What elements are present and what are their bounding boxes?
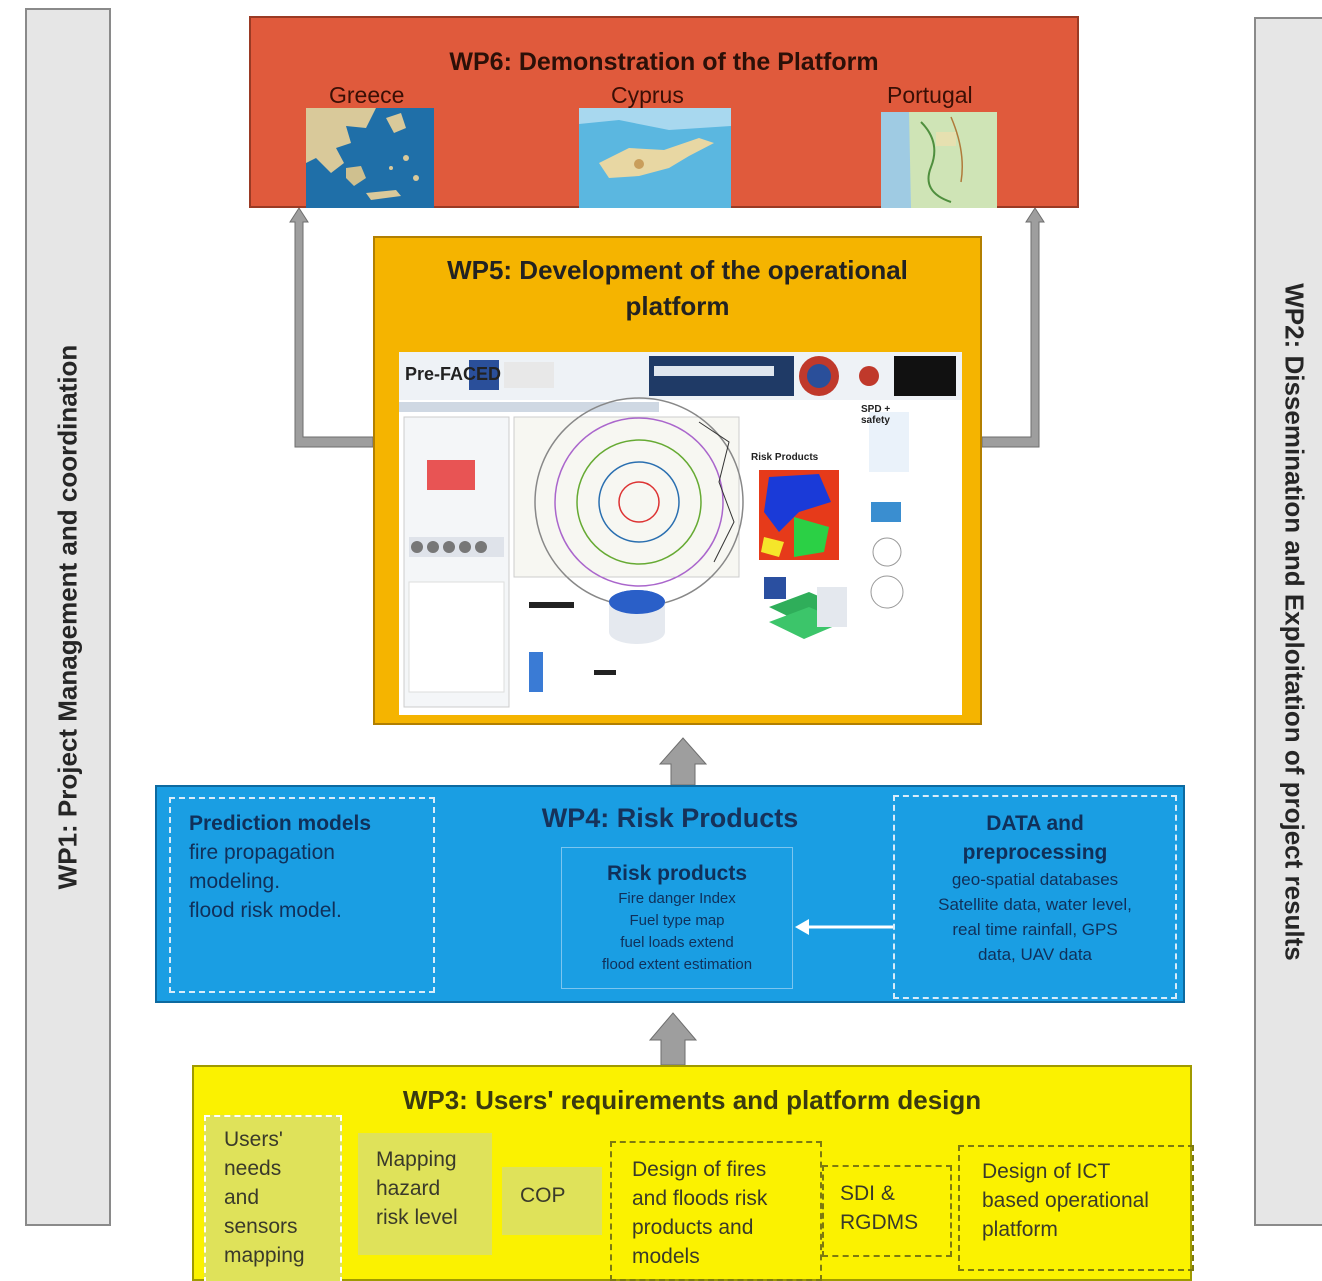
users-needs-box xyxy=(204,1115,342,1281)
box-line: RGDMS xyxy=(840,1211,919,1234)
box-line: models xyxy=(632,1245,700,1268)
box-line: mapping xyxy=(224,1244,305,1267)
greece-map-image xyxy=(306,108,434,208)
risk-products-box xyxy=(561,847,793,989)
box-line: Mapping xyxy=(376,1148,457,1171)
box-line: based operational xyxy=(982,1189,1149,1212)
box-line: Users' xyxy=(224,1128,283,1151)
data-heading-line1: DATA and xyxy=(986,812,1084,835)
prediction-models-text: Prediction models fire propagation model… xyxy=(189,809,371,925)
design-ict-box xyxy=(958,1145,1194,1271)
wp5-title-line2: platform xyxy=(625,291,730,321)
box-line: products and xyxy=(632,1216,754,1239)
country-label-portugal: Portugal xyxy=(887,82,973,108)
data-line: real time rainfall, GPS xyxy=(952,920,1118,939)
wp1-sidebar: WP1: Project Management and coordination xyxy=(25,8,111,1226)
sdi-text: SDI & RGDMS xyxy=(840,1179,918,1237)
design-fires-box xyxy=(610,1141,822,1281)
risk-products-line: flood extent estimation xyxy=(601,956,753,973)
design-ict-text: Design of ICT based operational platform xyxy=(982,1157,1149,1244)
sdi-box xyxy=(822,1165,952,1257)
box-line: COP xyxy=(520,1184,566,1207)
box-line: hazard xyxy=(376,1177,441,1200)
mapping-hazard-box xyxy=(358,1133,492,1255)
risk-products-text: Risk products Fire danger Index Fuel typ… xyxy=(561,859,793,976)
wp5-title-line1: WP5: Development of the operational xyxy=(447,255,908,285)
risk-products-line: Fuel type map xyxy=(629,912,725,929)
data-preprocessing-text: DATA and preprocessing geo-spatial datab… xyxy=(893,809,1177,967)
box-line: sensors xyxy=(224,1215,298,1238)
box-line: and xyxy=(224,1186,260,1209)
portugal-map-image xyxy=(881,112,997,208)
data-line: data, UAV data xyxy=(977,945,1093,964)
risk-products-heading: Risk products xyxy=(606,862,748,885)
data-line: geo-spatial databases xyxy=(951,870,1119,889)
wp4-box: WP4: Risk Products Prediction models fir… xyxy=(155,785,1185,1003)
platform-screenshot: Pre-FACED Risk Products SPD + safety xyxy=(399,352,962,715)
users-needs-border xyxy=(204,1115,342,1281)
design-fires-text: Design of fires and floods risk products… xyxy=(632,1155,767,1271)
box-line: risk level xyxy=(376,1206,458,1229)
mapping-hazard-text: Mapping hazard risk level xyxy=(376,1145,458,1232)
data-to-risk-arrow xyxy=(795,919,893,935)
data-preprocessing-box xyxy=(893,795,1177,999)
prediction-models-heading: Prediction models xyxy=(189,812,372,835)
wp2-sidebar: WP2: Dissemination and Exploitation of p… xyxy=(1254,17,1322,1226)
prediction-line: flood risk model. xyxy=(189,899,342,922)
cop-text: COP xyxy=(520,1181,566,1210)
box-line: and floods risk xyxy=(632,1187,768,1210)
wp3-title: WP3: Users' requirements and platform de… xyxy=(402,1085,982,1115)
arrow-wp3-to-wp4 xyxy=(648,1012,698,1066)
arrow-wp5-to-wp6-right xyxy=(981,207,1045,448)
box-line: needs xyxy=(224,1157,282,1180)
wp5-box: WP5: Development of the operational plat… xyxy=(373,236,982,725)
risk-products-line: fuel loads extend xyxy=(620,934,734,951)
arrow-wp5-to-wp6-left xyxy=(289,207,374,448)
prediction-line: modeling. xyxy=(189,870,281,893)
box-line: Design of ICT xyxy=(982,1160,1111,1183)
cyprus-map-image xyxy=(579,108,731,208)
cop-box xyxy=(502,1167,602,1235)
wp4-title: WP4: Risk Products xyxy=(541,803,799,833)
screenshot-side-label: SPD + safety xyxy=(861,404,891,426)
users-needs-text: Users' needs and sensors mapping xyxy=(224,1125,305,1270)
wp6-title: WP6: Demonstration of the Platform xyxy=(449,48,879,76)
prediction-line: fire propagation xyxy=(189,841,335,864)
data-line: Satellite data, water level, xyxy=(938,895,1132,914)
country-label-greece: Greece xyxy=(329,82,405,108)
arrow-wp4-to-wp5 xyxy=(658,737,708,786)
screenshot-risk-products-label: Risk Products xyxy=(751,452,819,463)
box-line: SDI & xyxy=(840,1182,895,1205)
prediction-models-box xyxy=(169,797,435,993)
data-heading-line2: preprocessing xyxy=(962,841,1108,864)
wp3-box: WP3: Users' requirements and platform de… xyxy=(192,1065,1194,1281)
screenshot-logo: Pre-FACED xyxy=(405,364,502,384)
country-label-cyprus: Cyprus xyxy=(611,82,684,108)
wp6-box: WP6: Demonstration of the Platform Greec… xyxy=(249,16,1079,208)
wp5-title: WP5: Development of the operational plat… xyxy=(375,252,980,324)
box-line: platform xyxy=(982,1218,1058,1241)
risk-products-line: Fire danger Index xyxy=(618,890,736,907)
box-line: Design of fires xyxy=(632,1158,767,1181)
